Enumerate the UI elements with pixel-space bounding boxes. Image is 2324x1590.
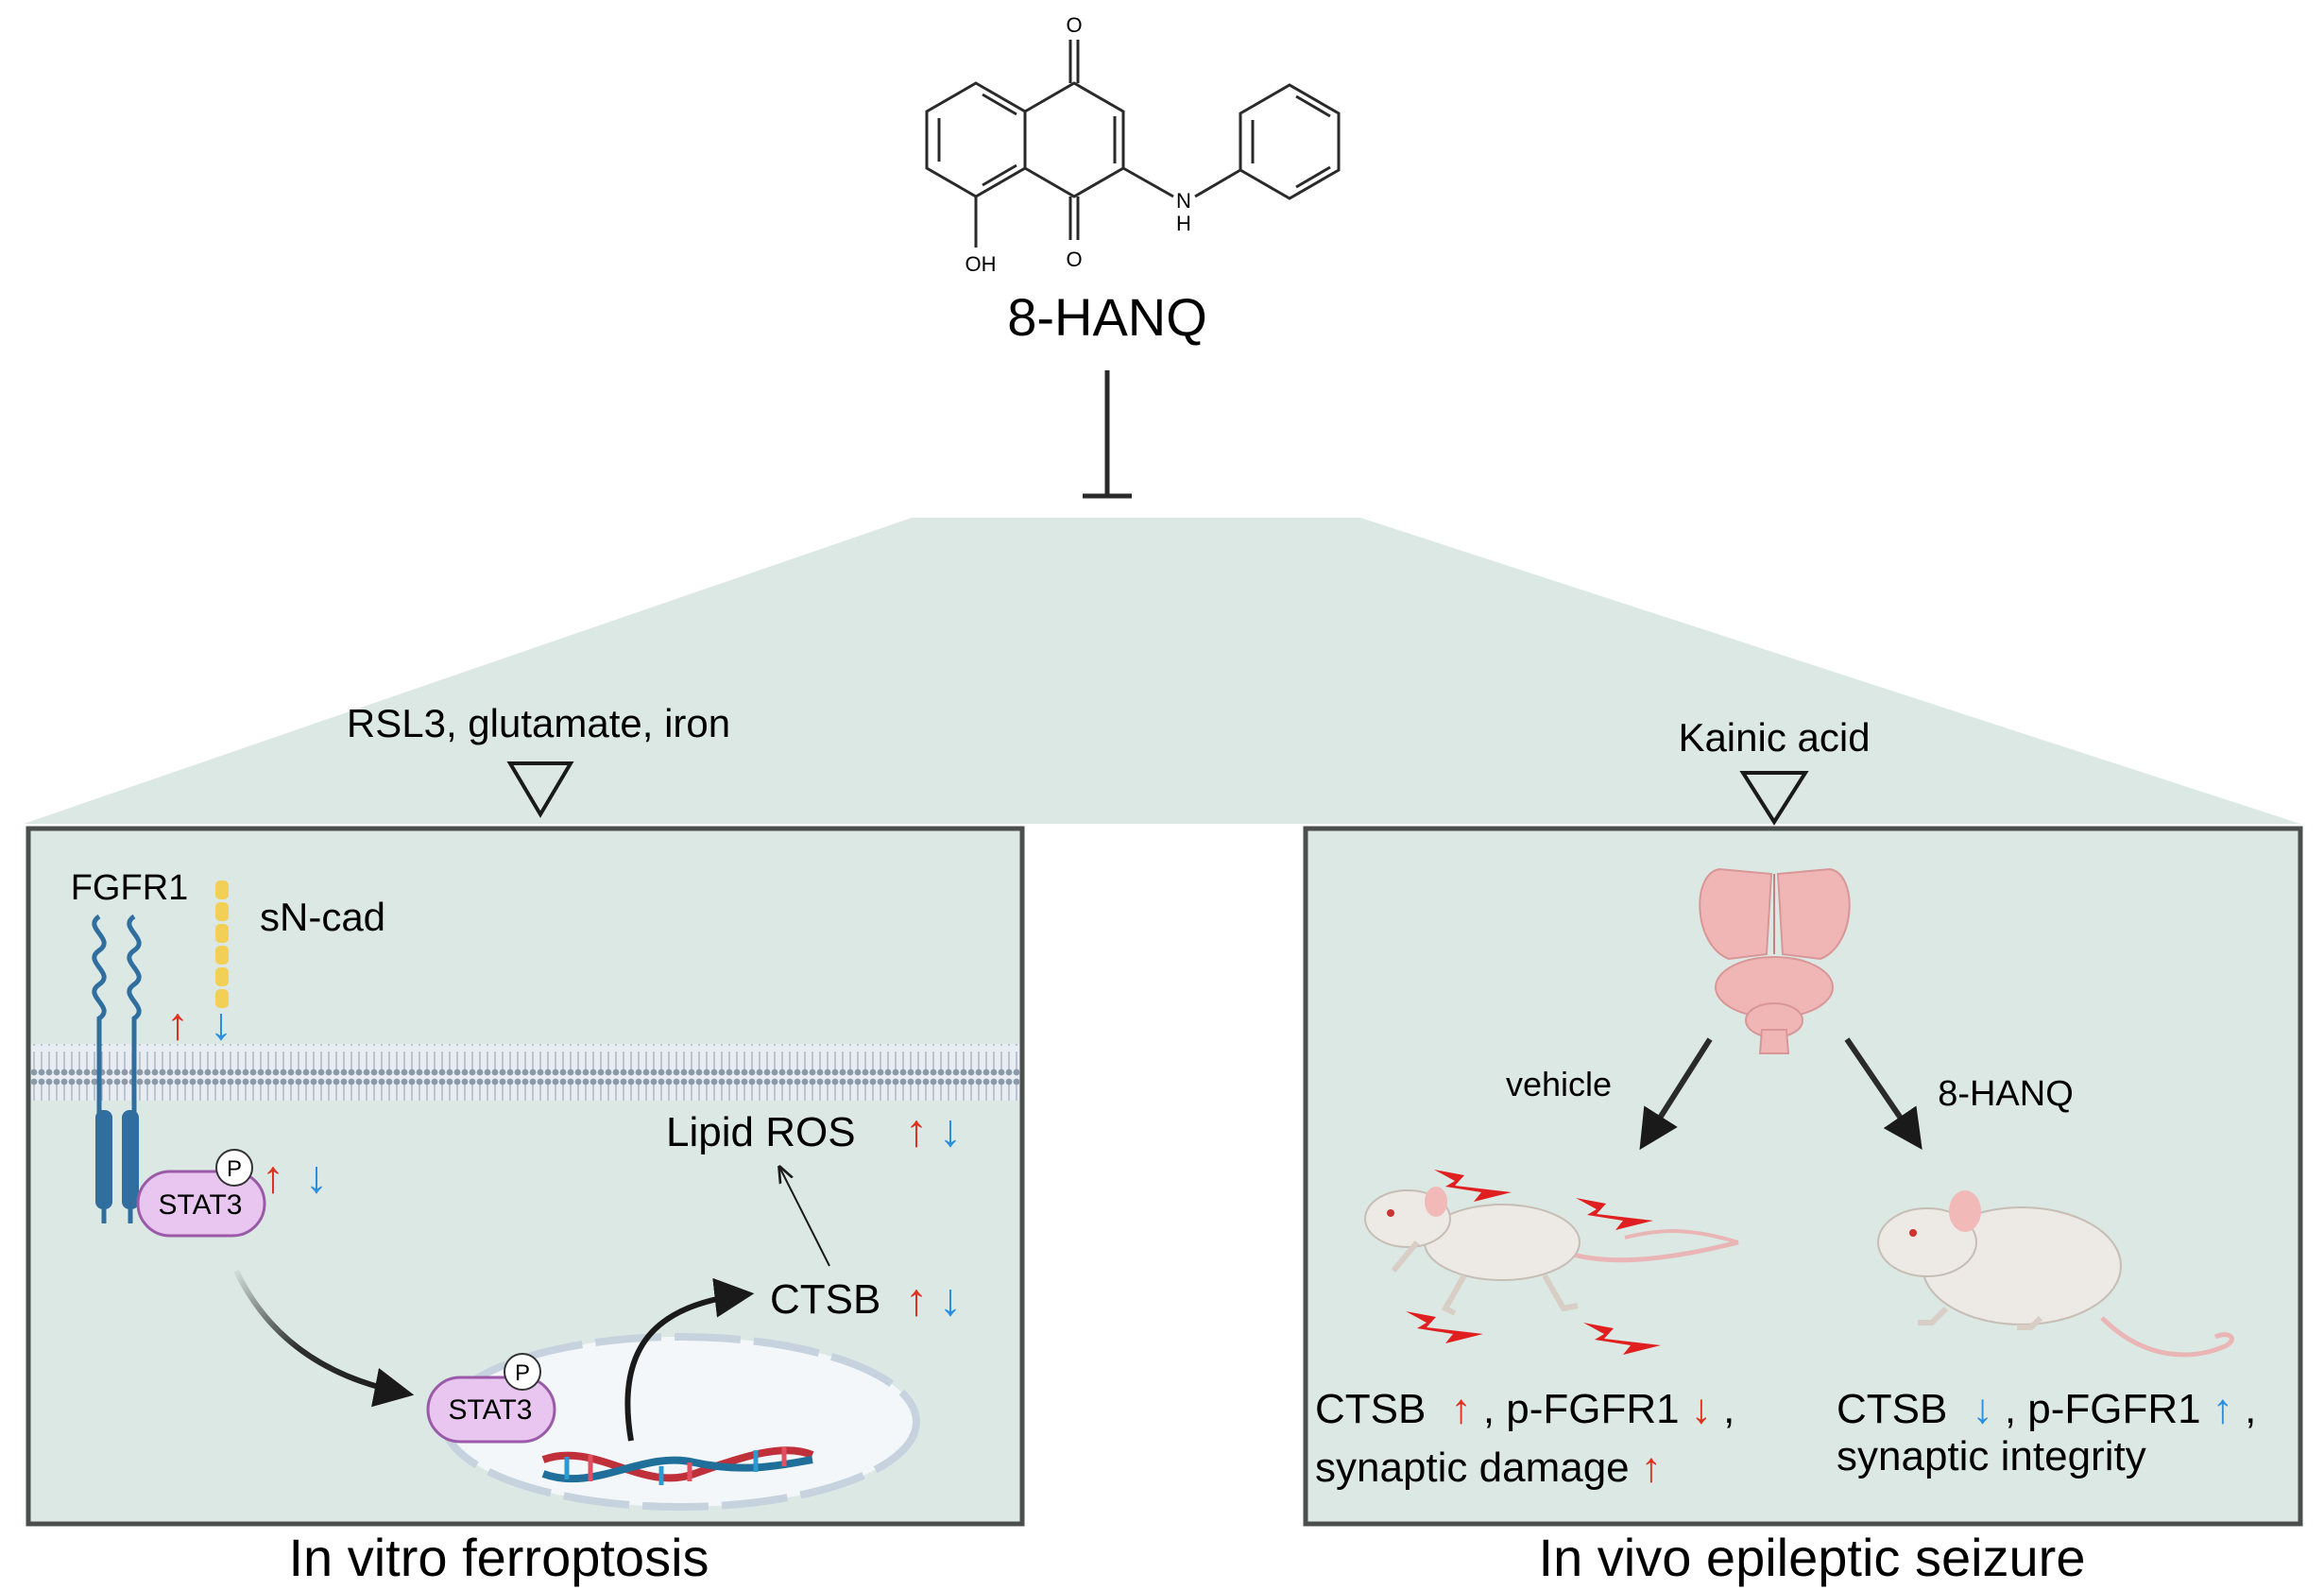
compound-name: 8-HANQ [1007,287,1207,347]
vehicle-synaptic-up: ↑ [1641,1445,1662,1491]
treatment-synaptic: synaptic integrity [1837,1433,2146,1479]
vehicle-result: CTSB ↑ , p-FGFR1 ↓ , synaptic damage ↑ [1315,1386,1734,1491]
treatment-arrow [1844,1037,1922,1150]
stat3-down-arrow: ↓ [305,1153,328,1203]
ctsb-up-arrow: ↑ [905,1275,928,1325]
treatment-ctsb-down: ↓ [1973,1386,1993,1432]
svg-text:synaptic damage ↑: synaptic damage ↑ [1315,1445,1662,1491]
svg-text:synaptic integrity: synaptic integrity [1837,1433,2146,1479]
stat3-up-arrow: ↑ [262,1153,284,1203]
brain-illustration [1699,867,1851,1054]
vehicle-comma: , [1723,1386,1734,1432]
phospho-cytosolic [215,1149,253,1187]
stat3-cytosolic-label: STAT3 [159,1189,243,1221]
atom-o-top: O [1066,13,1082,37]
treatment-pfgfr1: , p-FGFR1 [2005,1386,2201,1432]
dna-helix [541,1446,814,1485]
treatment-comma: , [2245,1386,2256,1432]
context-background [24,518,2300,824]
atom-h: H [1176,212,1191,235]
phospho-nuclear [504,1353,541,1391]
vehicle-pfgfr1: , p-FGFR1 [1483,1386,1680,1432]
treatment-pfgfr1-up: ↑ [2213,1386,2233,1432]
vehicle-ctsb: CTSB [1315,1386,1426,1432]
fgfr1-receptor [92,914,142,1223]
vehicle-arrow [1639,1037,1713,1151]
compound-structure [925,40,1341,248]
sncad-molecule [215,880,229,1008]
atom-oh: OH [965,252,997,276]
stat3-cytosolic [136,1170,266,1238]
seizing-rat-illustration [1364,1187,1739,1316]
inducers-label: RSL3, glutamate, iron [347,701,730,745]
ctsb-down-arrow: ↓ [939,1275,962,1325]
fgfr1-down-arrow: ↓ [210,1000,232,1050]
cell-membrane [31,1044,1019,1101]
vehicle-pfgfr1-down: ↓ [1691,1386,1712,1432]
stat3-nuclear [426,1376,556,1444]
inducer-triangle [506,761,574,818]
svg-text:CTSB ↑ , p-FGFR1: CTSB ↑ , p-FGFR1 ↓ , [1315,1386,1734,1432]
atom-o-bottom: O [1066,248,1082,271]
lipid-ros-up-arrow: ↑ [905,1106,928,1156]
ctsb-to-ros-arrow [780,1169,830,1267]
lipid-ros-label: Lipid ROS [666,1109,856,1155]
kainic-acid-triangle [1739,771,1809,826]
vehicle-label: vehicle [1506,1065,1612,1103]
phospho-cytosolic-label: P [227,1156,242,1182]
left-panel-caption: In vitro ferroptosis [288,1528,709,1587]
treatment-result: CTSB ↓ , p-FGFR1 ↑ , synaptic integrity [1837,1386,2256,1479]
transcription-arrow [624,1277,755,1442]
inhibition-symbol [1083,370,1132,499]
fgfr1-kinase-left [95,1110,112,1209]
translocation-arrow [233,1269,415,1408]
treatment-label: 8-HANQ [1938,1074,2074,1114]
phospho-nuclear-label: P [515,1360,530,1386]
seizure-bolts [1406,1170,1661,1355]
healthy-rat-illustration [1877,1190,2234,1358]
svg-text:CTSB ↓ , p-FGFR1: CTSB ↓ , p-FGFR1 ↑ , [1837,1386,2256,1432]
fgfr1-label: FGFR1 [71,868,189,908]
vehicle-synaptic: synaptic damage [1315,1445,1630,1491]
treatment-ctsb: CTSB [1837,1386,1947,1432]
stat3-nuclear-label: STAT3 [449,1394,533,1426]
right-panel-caption: In vivo epileptic seizure [1539,1528,2086,1587]
kainic-acid-label: Kainic acid [1678,715,1870,760]
ctsb-label: CTSB [770,1276,880,1323]
vehicle-ctsb-up: ↑ [1451,1386,1472,1432]
atom-n: N [1176,189,1191,213]
lipid-ros-down-arrow: ↓ [939,1106,962,1156]
fgfr1-kinase-right [122,1110,139,1209]
fgfr1-up-arrow: ↑ [166,1000,189,1050]
sncad-label: sN-cad [260,895,385,939]
